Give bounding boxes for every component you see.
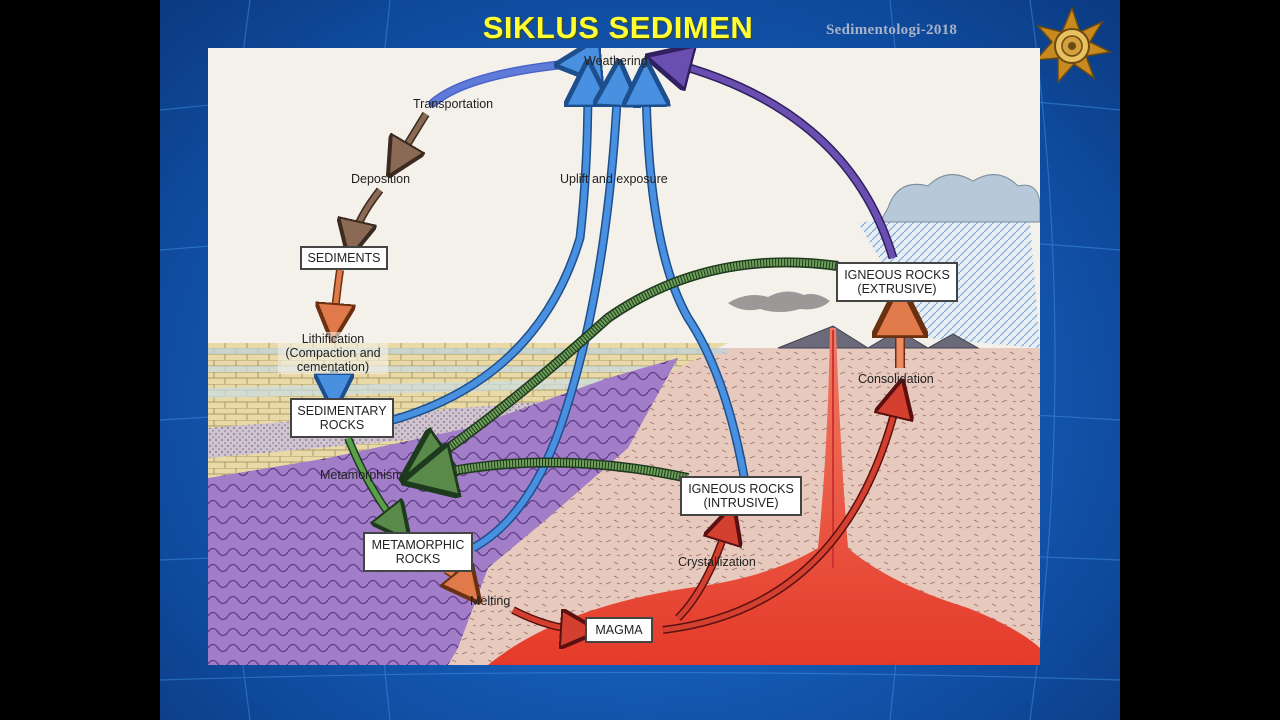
university-logo	[1034, 5, 1113, 84]
magma-box: MAGMA	[585, 617, 653, 643]
igneous-intrusive-box: IGNEOUS ROCKS (INTRUSIVE)	[680, 476, 802, 516]
course-label: Sedimentologi-2018	[826, 22, 958, 38]
label-deposition: Deposition	[351, 172, 411, 186]
diagram-art	[208, 48, 1040, 665]
metamorphism-arrows	[344, 257, 839, 526]
label-uplift: Uplift and exposure	[560, 172, 668, 186]
igneous-extrusive-box: IGNEOUS ROCKS (EXTRUSIVE)	[836, 262, 958, 302]
label-lithification: Lithification (Compaction and cementatio…	[278, 332, 388, 374]
label-crystallization: Crystallization	[678, 555, 756, 569]
label-weathering: Weathering	[584, 54, 648, 68]
slide: SIKLUS SEDIMEN Sedimentologi-2018	[160, 0, 1120, 720]
metamorphic-rocks-box: METAMORPHIC ROCKS	[363, 532, 473, 572]
rock-cycle-diagram: SEDIMENTS SEDIMENTARY ROCKS METAMORPHIC …	[208, 48, 1040, 665]
slide-title: SIKLUS SEDIMEN	[482, 10, 754, 45]
label-transportation: Transportation	[413, 97, 494, 111]
label-consolidation: Consolidation	[858, 372, 934, 386]
label-melting: Melting	[470, 594, 511, 608]
label-metamorphism: Metamorphism	[320, 468, 403, 482]
uplift-arrows	[391, 83, 751, 552]
sediments-box: SEDIMENTS	[300, 246, 388, 270]
sedimentary-rocks-box: SEDIMENTARY ROCKS	[290, 398, 394, 438]
